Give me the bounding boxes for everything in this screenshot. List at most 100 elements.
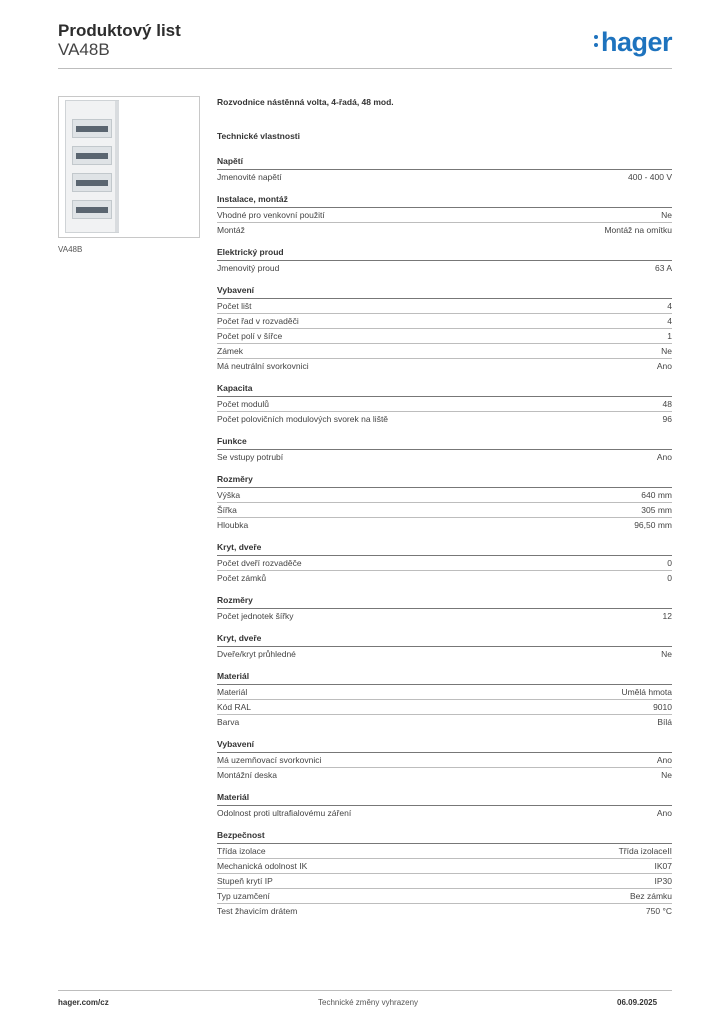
spec-value: 48 xyxy=(662,399,672,409)
spec-label: Počet jednotek šířky xyxy=(217,611,294,621)
spec-value: Bílá xyxy=(657,717,672,727)
spec-label: Dveře/kryt průhledné xyxy=(217,649,296,659)
spec-label: Počet lišt xyxy=(217,301,252,311)
spec-row: Jmenovité napětí 400 - 400 V xyxy=(217,169,672,184)
spec-label: Jmenovité napětí xyxy=(217,172,282,182)
spec-value: 0 xyxy=(667,558,672,568)
technical-properties-heading: Technické vlastnosti xyxy=(217,131,300,141)
logo-dots-icon xyxy=(594,35,599,51)
spec-row: Mechanická odolnost IK IK07 xyxy=(217,858,672,873)
spec-label: Třída izolace xyxy=(217,846,266,856)
section-title: Rozměry xyxy=(217,474,253,484)
spec-value: Ano xyxy=(656,361,672,371)
spec-label: Mechanická odolnost IK xyxy=(217,861,308,871)
spec-row: Se vstupy potrubí Ano xyxy=(217,449,672,464)
spec-value: IP30 xyxy=(654,876,673,886)
spec-row: Kód RAL 9010 xyxy=(217,699,672,714)
spec-label: Stupeň krytí IP xyxy=(217,876,273,886)
product-description: Rozvodnice nástěnná volta, 4-řadá, 48 mo… xyxy=(217,97,394,107)
footer-divider xyxy=(58,990,672,991)
spec-row: Počet jednotek šířky 12 xyxy=(217,608,672,623)
spec-row: Třída izolace Třída izolaceII xyxy=(217,843,672,858)
spec-value: 4 xyxy=(667,316,672,326)
section-title: Funkce xyxy=(217,436,247,446)
spec-value: 750 °C xyxy=(645,906,672,916)
spec-value: 4 xyxy=(667,301,672,311)
spec-label: Má uzemňovací svorkovnici xyxy=(217,755,322,765)
spec-label: Montážní deska xyxy=(217,770,278,780)
spec-value: IK07 xyxy=(654,861,673,871)
hager-logo: hager xyxy=(594,27,673,58)
spec-label: Počet zámků xyxy=(217,573,267,583)
page-title: Produktový list xyxy=(58,21,181,40)
spec-label: Jmenovitý proud xyxy=(217,263,280,273)
spec-value: 96 xyxy=(662,414,672,424)
spec-value: Ne xyxy=(661,770,672,780)
spec-value: Třída izolaceII xyxy=(618,846,672,856)
spec-label: Zámek xyxy=(217,346,243,356)
image-caption: VA48B xyxy=(58,245,83,254)
section-title: Bezpečnost xyxy=(217,830,265,840)
spec-label: Výška xyxy=(217,490,241,500)
spec-value: Umělá hmota xyxy=(621,687,672,697)
spec-value: 12 xyxy=(662,611,672,621)
spec-label: Typ uzamčení xyxy=(217,891,270,901)
spec-value: 305 mm xyxy=(641,505,672,515)
spec-value: 0 xyxy=(667,573,672,583)
footer-note: Technické změny vyhrazeny xyxy=(318,998,419,1007)
footer-website: hager.com/cz xyxy=(58,998,109,1007)
spec-label: Počet polí v šířce xyxy=(217,331,283,341)
section-title: Kapacita xyxy=(217,383,253,393)
product-code: VA48B xyxy=(58,40,110,59)
spec-row: Odolnost proti ultrafialovému záření Ano xyxy=(217,805,672,820)
section-title: Vybavení xyxy=(217,285,255,295)
section-title: Instalace, montáž xyxy=(217,194,288,204)
section-title: Materiál xyxy=(217,671,250,681)
footer-date: 06.09.2025 xyxy=(617,998,658,1007)
spec-row: Počet polovičních modulových svorek na l… xyxy=(217,411,672,426)
section-title: Kryt, dveře xyxy=(217,542,262,552)
product-image xyxy=(58,96,200,238)
spec-label: Šířka xyxy=(217,505,237,515)
spec-label: Počet dveří rozvaděče xyxy=(217,558,302,568)
spec-value: 1 xyxy=(667,331,672,341)
spec-row: Počet lišt 4 xyxy=(217,298,672,313)
spec-value: Montáž na omítku xyxy=(604,225,672,235)
spec-label: Se vstupy potrubí xyxy=(217,452,284,462)
spec-row: Jmenovitý proud 63 A xyxy=(217,260,672,275)
spec-row: Montážní deska Ne xyxy=(217,767,672,782)
spec-value: 63 A xyxy=(654,263,672,273)
spec-value: 96,50 mm xyxy=(634,520,672,530)
spec-label: Počet polovičních modulových svorek na l… xyxy=(217,414,389,424)
spec-value: 400 - 400 V xyxy=(628,172,672,182)
spec-label: Počet modulů xyxy=(217,399,269,409)
spec-label: Hloubka xyxy=(217,520,249,530)
spec-row: Dveře/kryt průhledné Ne xyxy=(217,646,672,661)
spec-row: Počet zámků 0 xyxy=(217,570,672,585)
spec-label: Odolnost proti ultrafialovému záření xyxy=(217,808,352,818)
spec-row: Zámek Ne xyxy=(217,343,672,358)
spec-row: Počet modulů 48 xyxy=(217,396,672,411)
spec-label: Kód RAL xyxy=(217,702,252,712)
spec-value: Ne xyxy=(661,346,672,356)
spec-value: Bez zámku xyxy=(629,891,672,901)
spec-row: Typ uzamčení Bez zámku xyxy=(217,888,672,903)
spec-value: 9010 xyxy=(653,702,672,712)
spec-value: Ano xyxy=(656,808,672,818)
section-title: Kryt, dveře xyxy=(217,633,262,643)
logo-text: hager xyxy=(601,27,673,57)
spec-value: Ano xyxy=(656,452,672,462)
header-divider xyxy=(58,68,672,69)
section-title: Napětí xyxy=(217,156,243,166)
spec-value: Ne xyxy=(661,210,672,220)
spec-label: Test žhavicím drátem xyxy=(217,906,298,916)
spec-row: Test žhavicím drátem 750 °C xyxy=(217,903,672,918)
spec-value: Ne xyxy=(661,649,672,659)
spec-label: Montáž xyxy=(217,225,245,235)
